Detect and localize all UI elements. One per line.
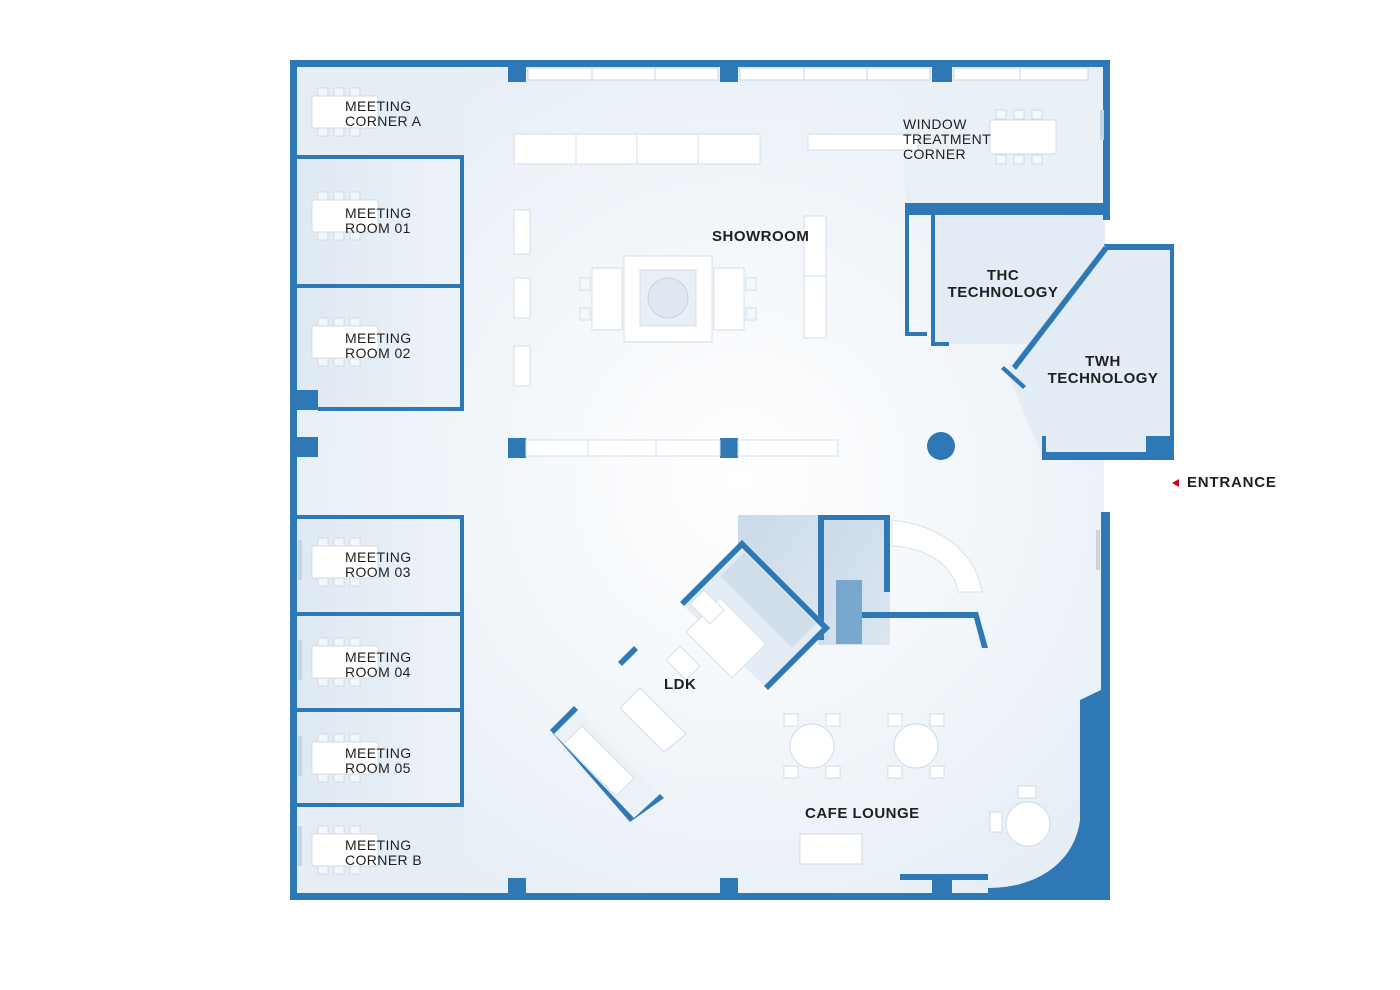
- outer-walls: [290, 60, 1110, 900]
- interior-walls: [296, 155, 1174, 807]
- label-meeting-room-02: MEETING ROOM 02: [345, 330, 412, 361]
- label-showroom: SHOWROOM: [712, 228, 810, 245]
- label-thc-technology: THC TECHNOLOGY: [947, 267, 1059, 301]
- entrance-marker: ENTRANCE: [1172, 474, 1277, 491]
- label-entrance: ENTRANCE: [1187, 474, 1277, 491]
- label-meeting-room-01: MEETING ROOM 01: [345, 205, 412, 236]
- cafe-furniture: [783, 713, 1051, 865]
- label-window-treatment-corner: WINDOW TREATMENT CORNER: [903, 116, 992, 162]
- label-meeting-corner-b: MEETING CORNER B: [345, 837, 423, 868]
- wall-screens: [298, 110, 1104, 866]
- showroom-stools: [579, 277, 757, 321]
- twh-floor: [1006, 248, 1172, 456]
- label-cafe-lounge: CAFE LOUNGE: [805, 805, 920, 822]
- thc-floor: [933, 216, 1105, 344]
- meeting-tables: [311, 95, 1057, 867]
- label-twh-technology: TWH TECHNOLOGY: [1047, 353, 1159, 387]
- top-windows: [527, 67, 1089, 81]
- showroom-displays: [513, 133, 919, 457]
- label-ldk: LDK: [664, 676, 697, 693]
- arrow-left-icon: [1172, 478, 1179, 487]
- label-meeting-room-03: MEETING ROOM 03: [345, 549, 412, 580]
- ldk-core: [548, 515, 988, 822]
- label-meeting-corner-a: MEETING CORNER A: [345, 98, 422, 129]
- meeting-chairs: [317, 87, 1043, 875]
- label-meeting-room-05: MEETING ROOM 05: [345, 745, 412, 776]
- label-meeting-room-04: MEETING ROOM 04: [345, 649, 412, 680]
